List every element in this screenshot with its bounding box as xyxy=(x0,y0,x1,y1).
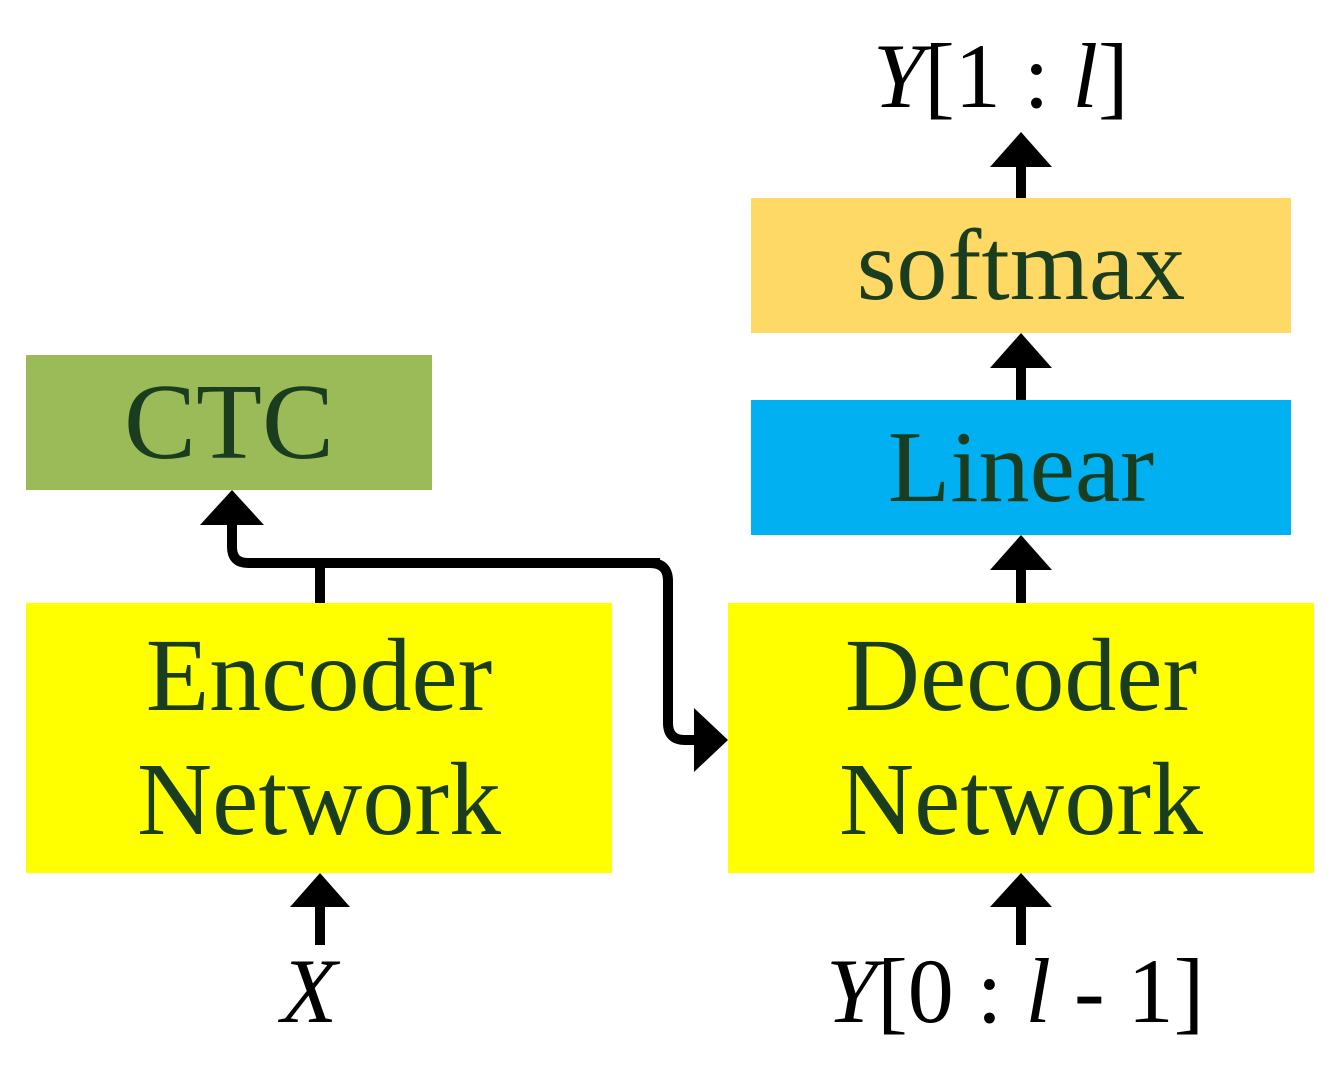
input-x-label: X xyxy=(281,945,337,1037)
decoder-input-label: Y[0 : l - 1] xyxy=(826,945,1204,1037)
softmax-block: softmax xyxy=(751,198,1291,333)
softmax-label: softmax xyxy=(856,208,1186,322)
input-y-close: - 1] xyxy=(1050,940,1205,1042)
output-open: [1 : xyxy=(924,25,1073,127)
encoder-to-ctc-arrow-shaft xyxy=(227,518,660,568)
linear-label: Linear xyxy=(887,410,1155,524)
decoder-label-line2: Network xyxy=(839,742,1203,857)
input-x-var: X xyxy=(281,940,338,1042)
decoder-label-line1: Decoder xyxy=(844,618,1198,733)
encoder-to-decoder-arrow-shaft xyxy=(320,558,700,745)
y-to-decoder-arrowhead xyxy=(990,873,1052,907)
encoder-to-ctc-arrowhead xyxy=(200,490,264,525)
output-sequence-label: Y[1 : l] xyxy=(873,30,1129,122)
linear-block: Linear xyxy=(751,400,1291,535)
decoder-network-block: Decoder Network xyxy=(728,603,1314,873)
input-y-var: Y xyxy=(826,940,878,1042)
encoder-to-decoder-arrowhead xyxy=(694,708,728,772)
output-var: Y xyxy=(873,25,925,127)
softmax-to-output-arrowhead xyxy=(990,132,1052,167)
linear-to-softmax-arrowhead xyxy=(990,333,1052,368)
encoder-label-line2: Network xyxy=(137,742,501,857)
encoder-network-block: Encoder Network xyxy=(26,603,612,873)
input-y-open: [0 : xyxy=(877,940,1026,1042)
x-to-encoder-arrowhead xyxy=(290,873,350,907)
input-y-index: l xyxy=(1025,940,1051,1042)
decoder-to-linear-arrowhead xyxy=(990,535,1052,570)
output-index: l xyxy=(1072,25,1098,127)
ctc-block: CTC xyxy=(26,355,432,490)
ctc-label: CTC xyxy=(123,362,335,482)
encoder-label-line1: Encoder xyxy=(145,618,493,733)
output-close: ] xyxy=(1097,25,1129,127)
